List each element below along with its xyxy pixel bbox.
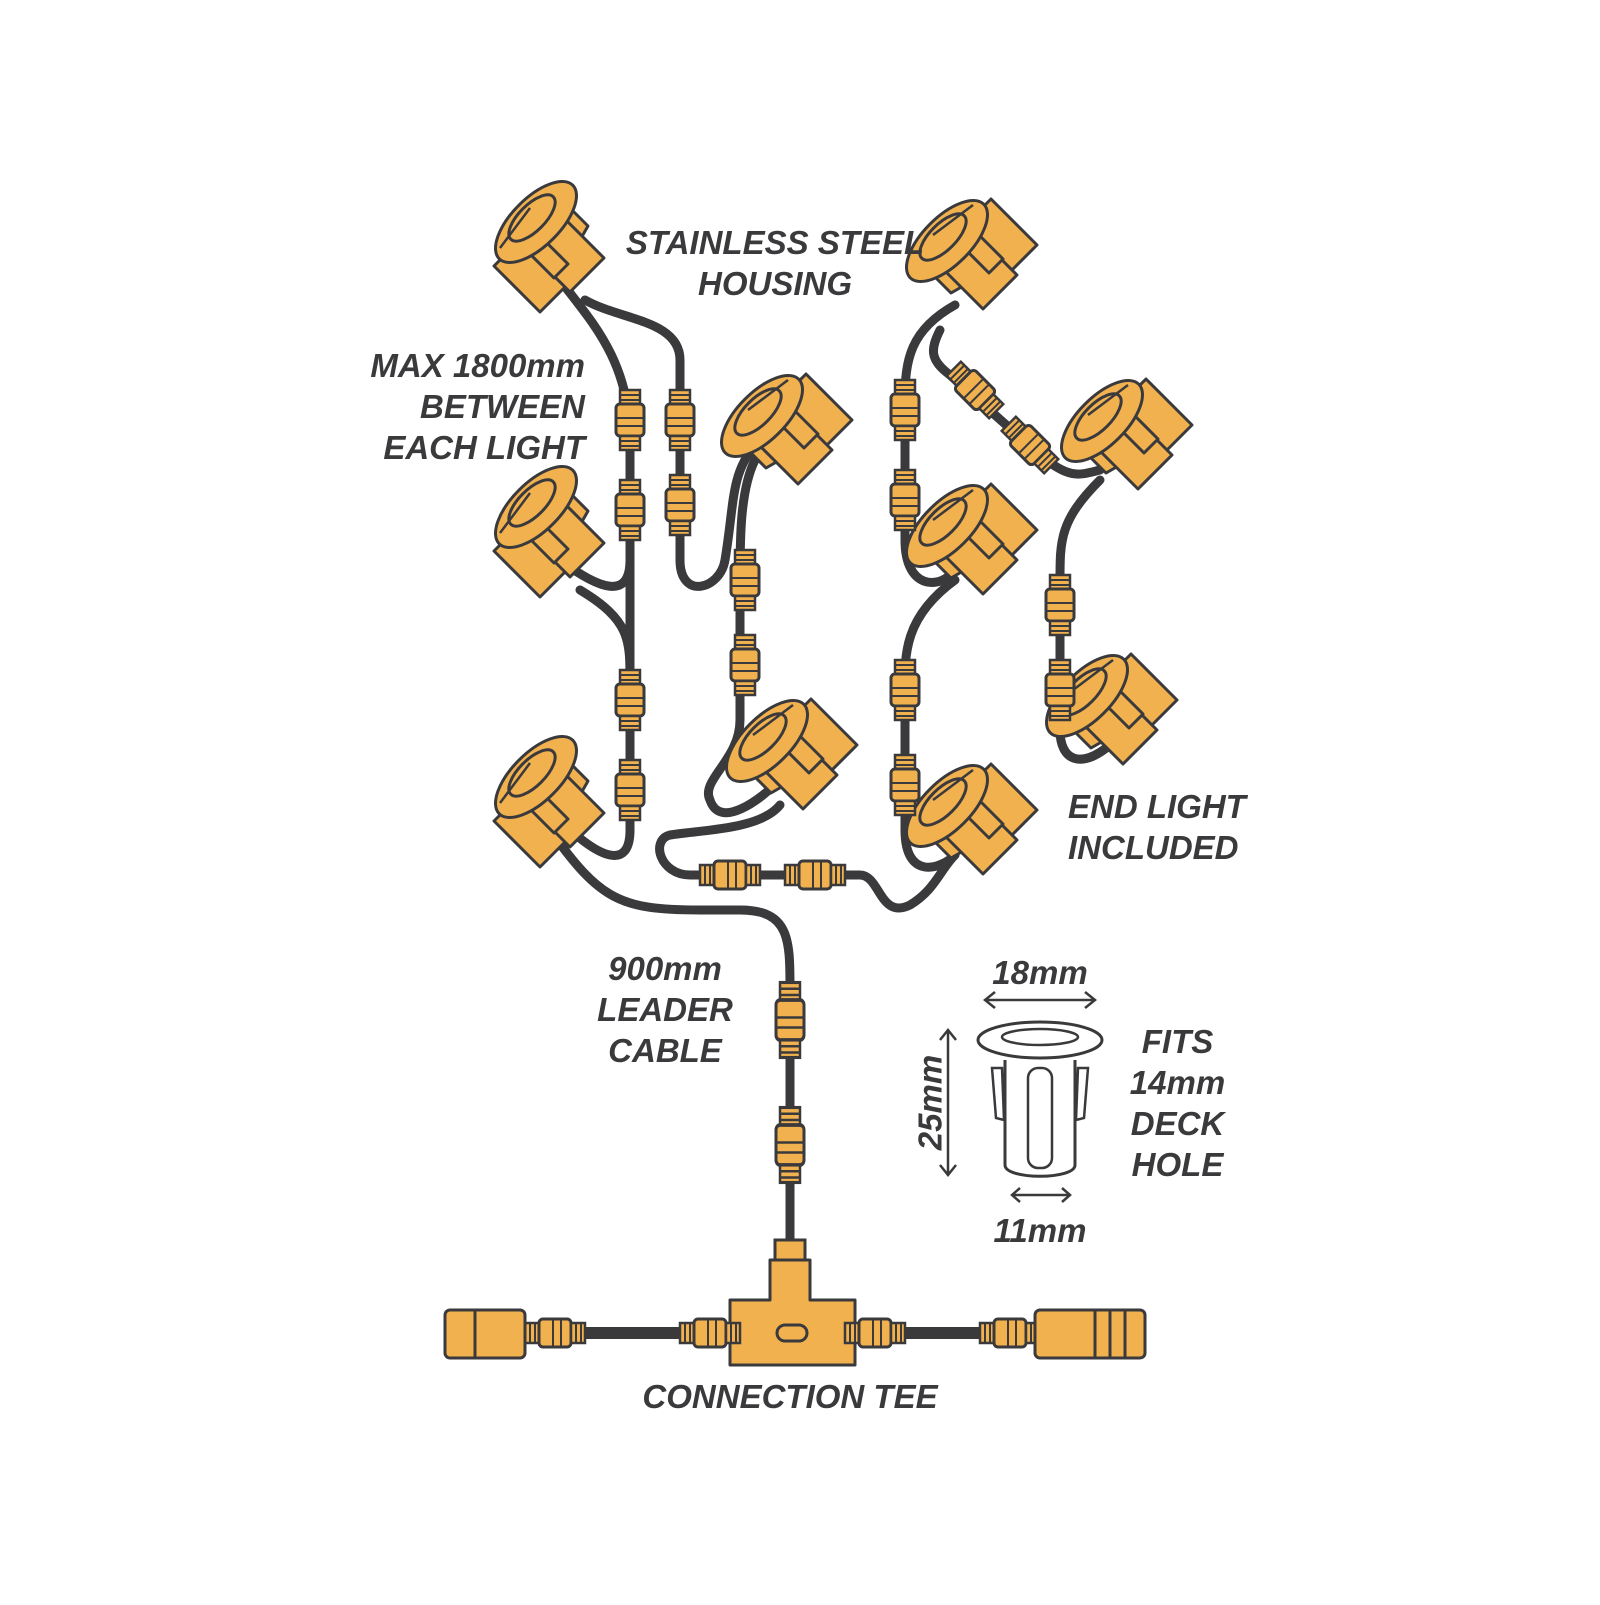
deck-light-4	[706, 360, 854, 486]
deck-light-5	[711, 685, 859, 811]
spacing-label: MAX 1800mm BETWEEN EACH LIGHT	[370, 347, 585, 466]
cross-cable	[655, 800, 960, 913]
leader-connector-top	[774, 980, 806, 1060]
connector-10	[889, 468, 921, 532]
main-leader-cable	[545, 825, 795, 1065]
connector-13	[1044, 573, 1076, 637]
connector-6	[614, 758, 646, 822]
tee-left-plug	[443, 1308, 527, 1360]
connector-1	[614, 388, 646, 452]
end-light-label: END LIGHT INCLUDED	[1068, 788, 1246, 866]
tee-right-plug	[1033, 1308, 1147, 1360]
left-branch-cable-c	[575, 585, 635, 685]
connection-tee	[443, 1238, 1147, 1367]
connection-tee-label: CONNECTION TEE	[642, 1378, 938, 1415]
deck-light-1	[480, 166, 606, 314]
leader-connector-bottom	[774, 1105, 806, 1185]
size-detail	[939, 991, 1104, 1203]
connector-2	[614, 478, 646, 542]
connector-8	[729, 633, 761, 697]
connector-18	[997, 412, 1063, 478]
left-branch-cable-a	[580, 295, 765, 591]
fits-label: FITS 14mm DECK HOLE	[1129, 1023, 1226, 1183]
connector-11	[889, 658, 921, 722]
connector-9	[889, 378, 921, 442]
connector-3	[664, 388, 696, 452]
dimension-width-bottom: 11mm	[993, 1212, 1087, 1249]
connector-14	[1044, 658, 1076, 722]
connector-4	[664, 473, 696, 537]
connector-16	[783, 859, 847, 891]
connector-15	[698, 859, 762, 891]
connector-17	[942, 357, 1008, 423]
dimension-height: 25mm	[911, 1054, 949, 1151]
connector-12	[889, 753, 921, 817]
connector-5	[614, 668, 646, 732]
housing-label: STAINLESS STEEL HOUSING	[625, 224, 925, 302]
dimension-width-top: 18mm	[992, 954, 1088, 991]
connector-7	[729, 548, 761, 612]
leader-cable-label: 900mm LEADER CABLE	[597, 950, 733, 1069]
